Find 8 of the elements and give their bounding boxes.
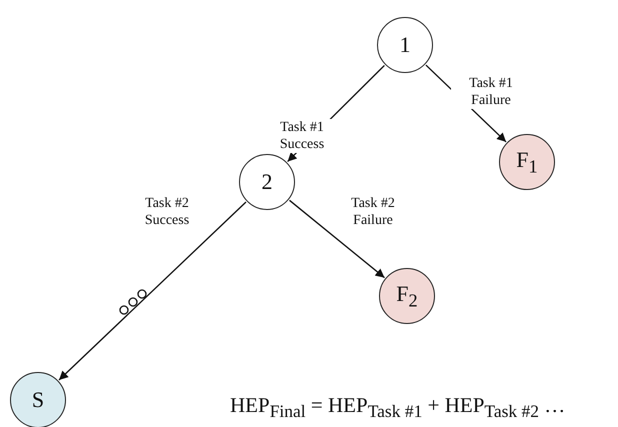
arrow <box>289 200 385 278</box>
state-circle: 1 <box>377 17 433 73</box>
state-circle: S <box>10 372 66 427</box>
state-circle: F$_{2}$ <box>379 268 435 324</box>
state-circle: 2 <box>239 154 295 210</box>
state-circle: F$_{1}$ <box>499 134 555 190</box>
arrow <box>58 202 246 380</box>
formula-text: HEP$_{Final}$ = HEP$_{Task #1}$ + HEP$_{Task #2}$ … <box>230 393 566 422</box>
